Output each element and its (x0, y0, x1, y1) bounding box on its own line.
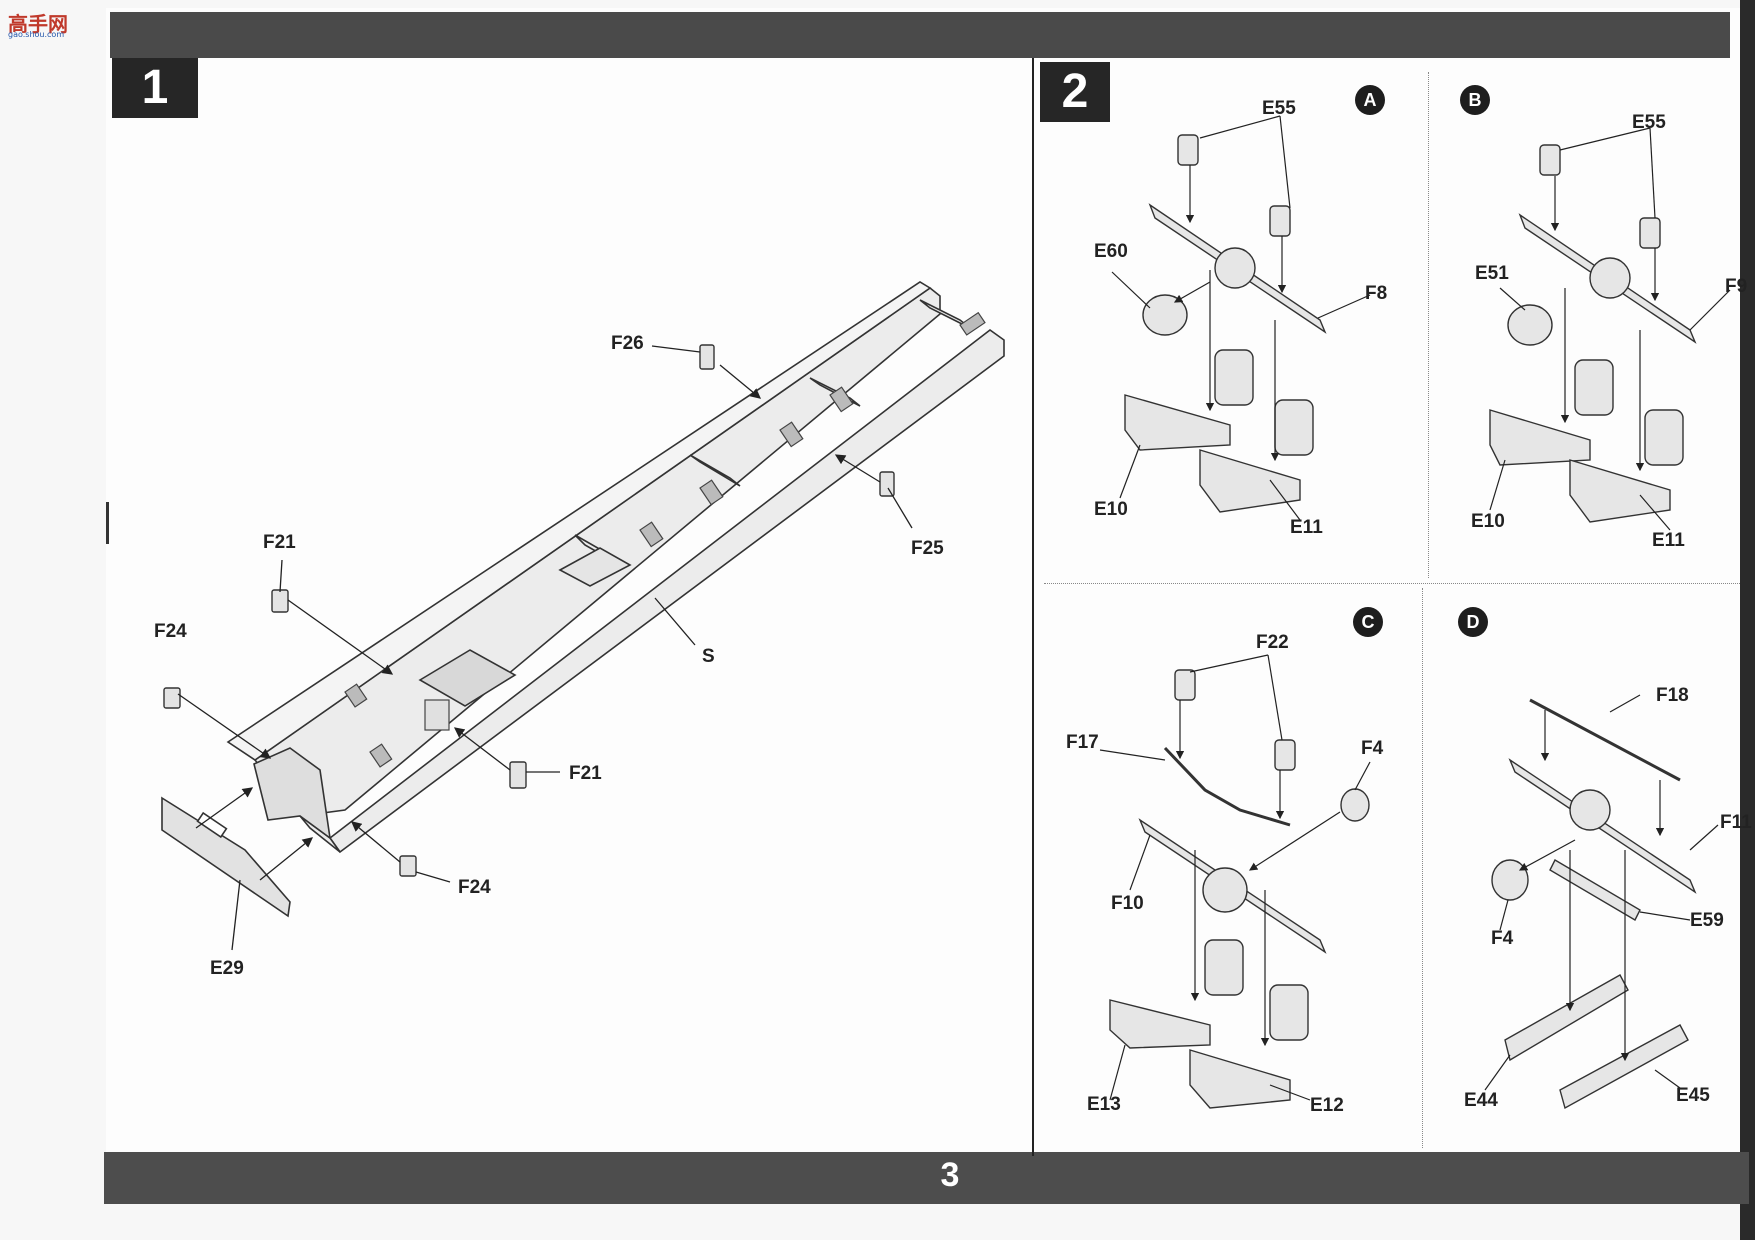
label-f21-top: F21 (263, 532, 296, 553)
paper-sheet (106, 8, 1751, 1204)
panel-c-badge: C (1353, 607, 1383, 637)
label-a-e55: E55 (1262, 98, 1296, 119)
panel-d-badge: D (1458, 607, 1488, 637)
label-s: S (702, 646, 715, 667)
panel-b-badge: B (1460, 85, 1490, 115)
footer-bar (104, 1152, 1749, 1204)
label-a-e60: E60 (1094, 241, 1128, 262)
label-c-e13: E13 (1087, 1094, 1121, 1115)
step-2-badge: 2 (1040, 62, 1110, 122)
label-c-f4: F4 (1361, 738, 1384, 759)
label-b-e55: E55 (1632, 112, 1666, 133)
label-d-e45: E45 (1676, 1085, 1710, 1106)
label-c-f17: F17 (1066, 732, 1099, 753)
label-d-f18: F18 (1656, 685, 1689, 706)
label-b-e11: E11 (1652, 530, 1685, 551)
page-number: 3 (940, 1156, 960, 1194)
panel-divider-top (1428, 72, 1429, 578)
panel-divider-horizontal (1044, 583, 1740, 584)
panel-divider-bottom (1422, 588, 1423, 1148)
logo-subtext: gao.shou.com (8, 30, 65, 39)
label-a-e10: E10 (1094, 499, 1128, 520)
label-d-f4: F4 (1491, 928, 1514, 949)
label-f25: F25 (911, 538, 944, 559)
label-f24-bottom: F24 (458, 877, 491, 898)
label-a-f8: F8 (1365, 283, 1388, 304)
label-d-f11: F11 (1720, 812, 1752, 833)
logo-text: 高手网 (8, 12, 68, 36)
margin-mark (106, 502, 109, 544)
label-d-e44: E44 (1464, 1090, 1498, 1111)
label-a-e11: E11 (1290, 517, 1323, 538)
panel-a-badge: A (1355, 85, 1385, 115)
label-c-e12: E12 (1310, 1095, 1344, 1116)
label-f24-left: F24 (154, 621, 187, 642)
header-bar (110, 12, 1730, 58)
label-f26: F26 (611, 333, 644, 354)
step-1-badge: 1 (112, 58, 198, 118)
label-b-e10: E10 (1471, 511, 1505, 532)
label-e29: E29 (210, 958, 244, 979)
label-b-f9: F9 (1725, 276, 1748, 297)
label-f21-mid: F21 (569, 763, 602, 784)
scan-edge (1740, 0, 1755, 1240)
label-b-e51: E51 (1475, 263, 1509, 284)
label-d-e59: E59 (1690, 910, 1724, 931)
label-c-f10: F10 (1111, 893, 1144, 914)
step-divider (1032, 58, 1034, 1156)
label-c-f22: F22 (1256, 632, 1289, 653)
